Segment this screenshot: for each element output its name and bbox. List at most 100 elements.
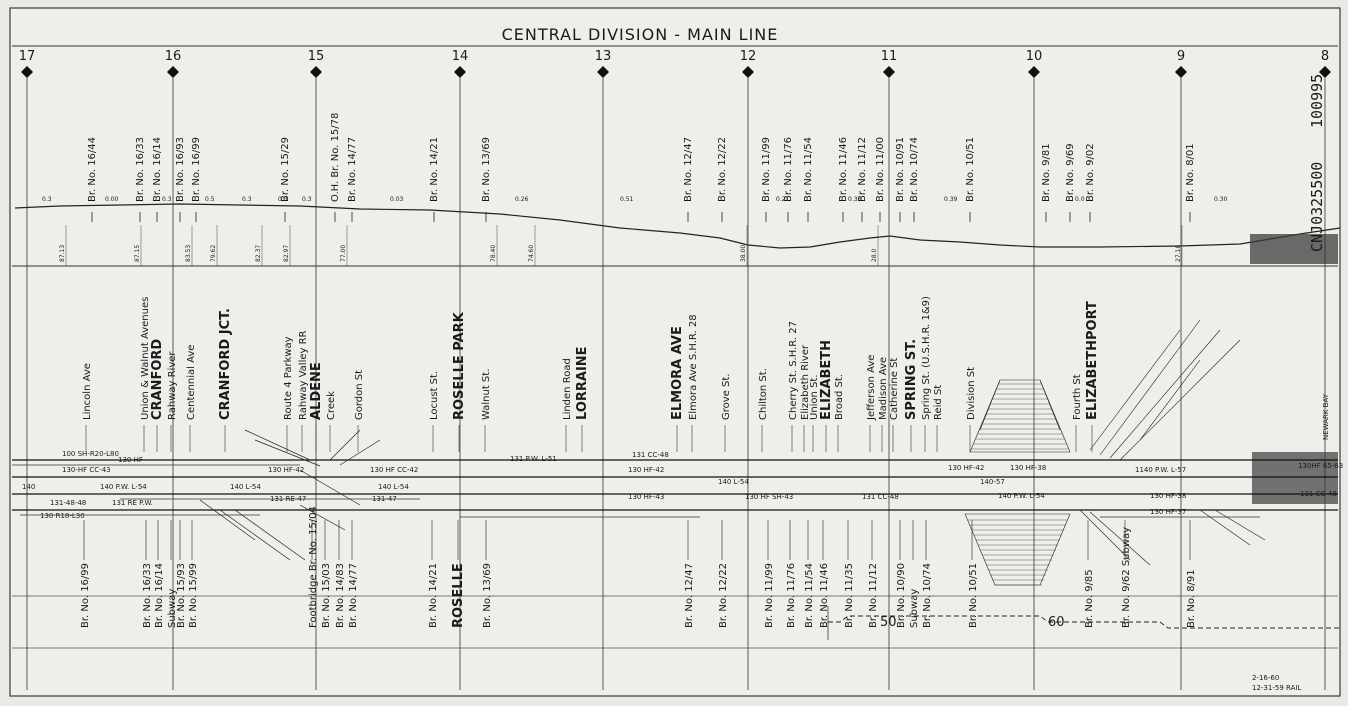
elevation-value: 74.60 — [528, 245, 535, 262]
elevation-value: 38.00 — [740, 245, 747, 262]
lower-bridge-label: Br. No. 15/93 — [176, 563, 187, 628]
yard-fan-9 — [1089, 511, 1151, 566]
track-label: 130 HF-38 — [1150, 492, 1186, 500]
grade-profile-line — [14, 203, 1341, 249]
bay-hatching-lower — [1252, 452, 1338, 504]
place-label: ELIZABETHPORT — [1085, 301, 1100, 420]
jct-track-8 — [299, 469, 361, 506]
upper-bridge-label: Br. No. 10/91 — [895, 137, 906, 202]
upper-bridge-label: Br. No. 16/14 — [152, 137, 163, 202]
place-label: Division St — [966, 367, 977, 420]
elevation-value: 87.13 — [59, 245, 66, 262]
jct-track-7 — [339, 439, 381, 466]
milepost-label: 15 — [308, 49, 325, 64]
jct-track-5 — [254, 439, 321, 467]
sheet-number: 100995 — [1308, 74, 1326, 128]
track-label: 100 SH-R20-L80 — [62, 450, 119, 458]
elevation-value: 82.97 — [283, 245, 290, 262]
jct-track-4 — [244, 429, 311, 461]
place-label: Linden Road — [562, 358, 573, 420]
track-label: 131-48-48 — [50, 499, 86, 507]
upper-bridge-label: Br. No. 9/02 — [1085, 143, 1096, 202]
lower-bridge-label: Br. No. 11/35 — [844, 563, 855, 628]
main-tracks — [12, 459, 1338, 511]
place-label: Rahway Valley RR — [298, 330, 309, 420]
lower-bridge-label: Br. No. 9/85 — [1084, 569, 1095, 628]
lower-bridge-label: Footbridge Br. No. 15/04 — [308, 506, 319, 628]
upper-bridge-label: Br. No. 8/01 — [1185, 143, 1196, 202]
chainage-label: 60 — [1048, 615, 1065, 630]
lower-bridge-label: Br. No. 15/03 — [321, 563, 332, 628]
track-label: 130 HF SH-43 — [745, 493, 793, 501]
track-label: 140 L-54 — [230, 483, 261, 491]
milepost-diamond — [1028, 66, 1040, 78]
track-label: 140 L-54 — [718, 478, 749, 486]
yard-fan-7 — [1139, 359, 1201, 441]
track-label: 140 L-54 — [378, 483, 409, 491]
drawing-number: CNJ0325500 — [1308, 162, 1326, 252]
place-label: Reid St — [933, 385, 944, 420]
track-label: 131 CC-48 — [632, 451, 669, 459]
elevation-value: 77.00 — [340, 245, 347, 262]
track-label: 130 HF-43 — [628, 493, 664, 501]
track-label: 1140 P.W. L-57 — [1135, 466, 1186, 474]
milepost-label: 10 — [1026, 49, 1043, 64]
track-label: 130 HF CC-42 — [370, 466, 418, 474]
grade-value: 0.3 — [242, 196, 252, 203]
track-label: 130 HF — [118, 456, 143, 464]
jct-track-2 — [234, 509, 306, 561]
track-label: 131 RE P.W. — [112, 499, 153, 507]
revision-note-1: 2-16-60 — [1252, 674, 1279, 682]
upper-bridge-label: Br. No. 16/44 — [87, 137, 98, 202]
lower-bridge-label: Br. No. 11/76 — [786, 563, 797, 628]
upper-bridge-label: Br. No. 11/76 — [783, 137, 794, 202]
elevation-value: 27.18 — [1175, 245, 1182, 262]
track-label: 130 R18-L30 — [40, 512, 85, 520]
yard-fan-4 — [1099, 319, 1201, 456]
place-label: ROSELLE PARK — [452, 311, 467, 420]
lower-bridge-label: Br. No. 14/21 — [428, 563, 439, 628]
secondary-tracks — [12, 464, 1260, 518]
place-label: LORRAINE — [575, 346, 590, 420]
place-label: CRANFORD JCT. — [218, 308, 233, 420]
lower-bridge-label: Subway — [909, 589, 920, 628]
lower-bridge-label: Br. No. 10/90 — [896, 563, 907, 628]
jct-track-9 — [299, 504, 346, 531]
grade-value: 0.03 — [390, 196, 404, 203]
grade-value: 0.3 — [162, 196, 172, 203]
lower-bridge-label: Br. No. 16/33 — [142, 563, 153, 628]
yard-fan-5 — [1109, 329, 1221, 459]
upper-bridge-label: Br. No. 13/69 — [481, 137, 492, 202]
place-label: Union & Walnut Avenues — [140, 297, 151, 420]
place-label: Chilton St. — [758, 368, 769, 420]
track-label: 131 CC-48 — [1300, 490, 1337, 498]
lower-bridge-label: Br. No. 11/99 — [764, 563, 775, 628]
milepost-diamond — [1319, 66, 1331, 78]
upper-bridge-label: O.H. Br. No. 15/78 — [330, 113, 341, 202]
yard-fan-2 — [1039, 379, 1061, 431]
lower-bridge-label: Br. No. 10/74 — [922, 563, 933, 628]
lower-bridge-label: Br. No. 11/46 — [819, 563, 830, 628]
milepost-label: 12 — [740, 49, 757, 64]
chainage-label: 50 — [880, 615, 897, 630]
track-label: 140-57 — [980, 478, 1005, 486]
place-label: Madison Ave — [878, 357, 889, 420]
place-label: Elizabeth River — [800, 344, 811, 420]
grade-value: 0.3 — [42, 196, 52, 203]
place-label: ELIZABETH — [819, 340, 834, 420]
upper-bridge-label: Br. No. 11/12 — [857, 137, 868, 202]
milepost-diamond — [883, 66, 895, 78]
grade-value: 0.26 — [515, 196, 529, 203]
track-label: 140 — [22, 483, 35, 491]
place-label: Cherry St. S.H.R. 27 — [788, 321, 799, 420]
milepost-diamond — [310, 66, 322, 78]
yard-fan-8 — [1079, 509, 1131, 561]
yard-fan-11 — [1214, 509, 1266, 541]
place-label: Gordon St — [354, 370, 365, 420]
